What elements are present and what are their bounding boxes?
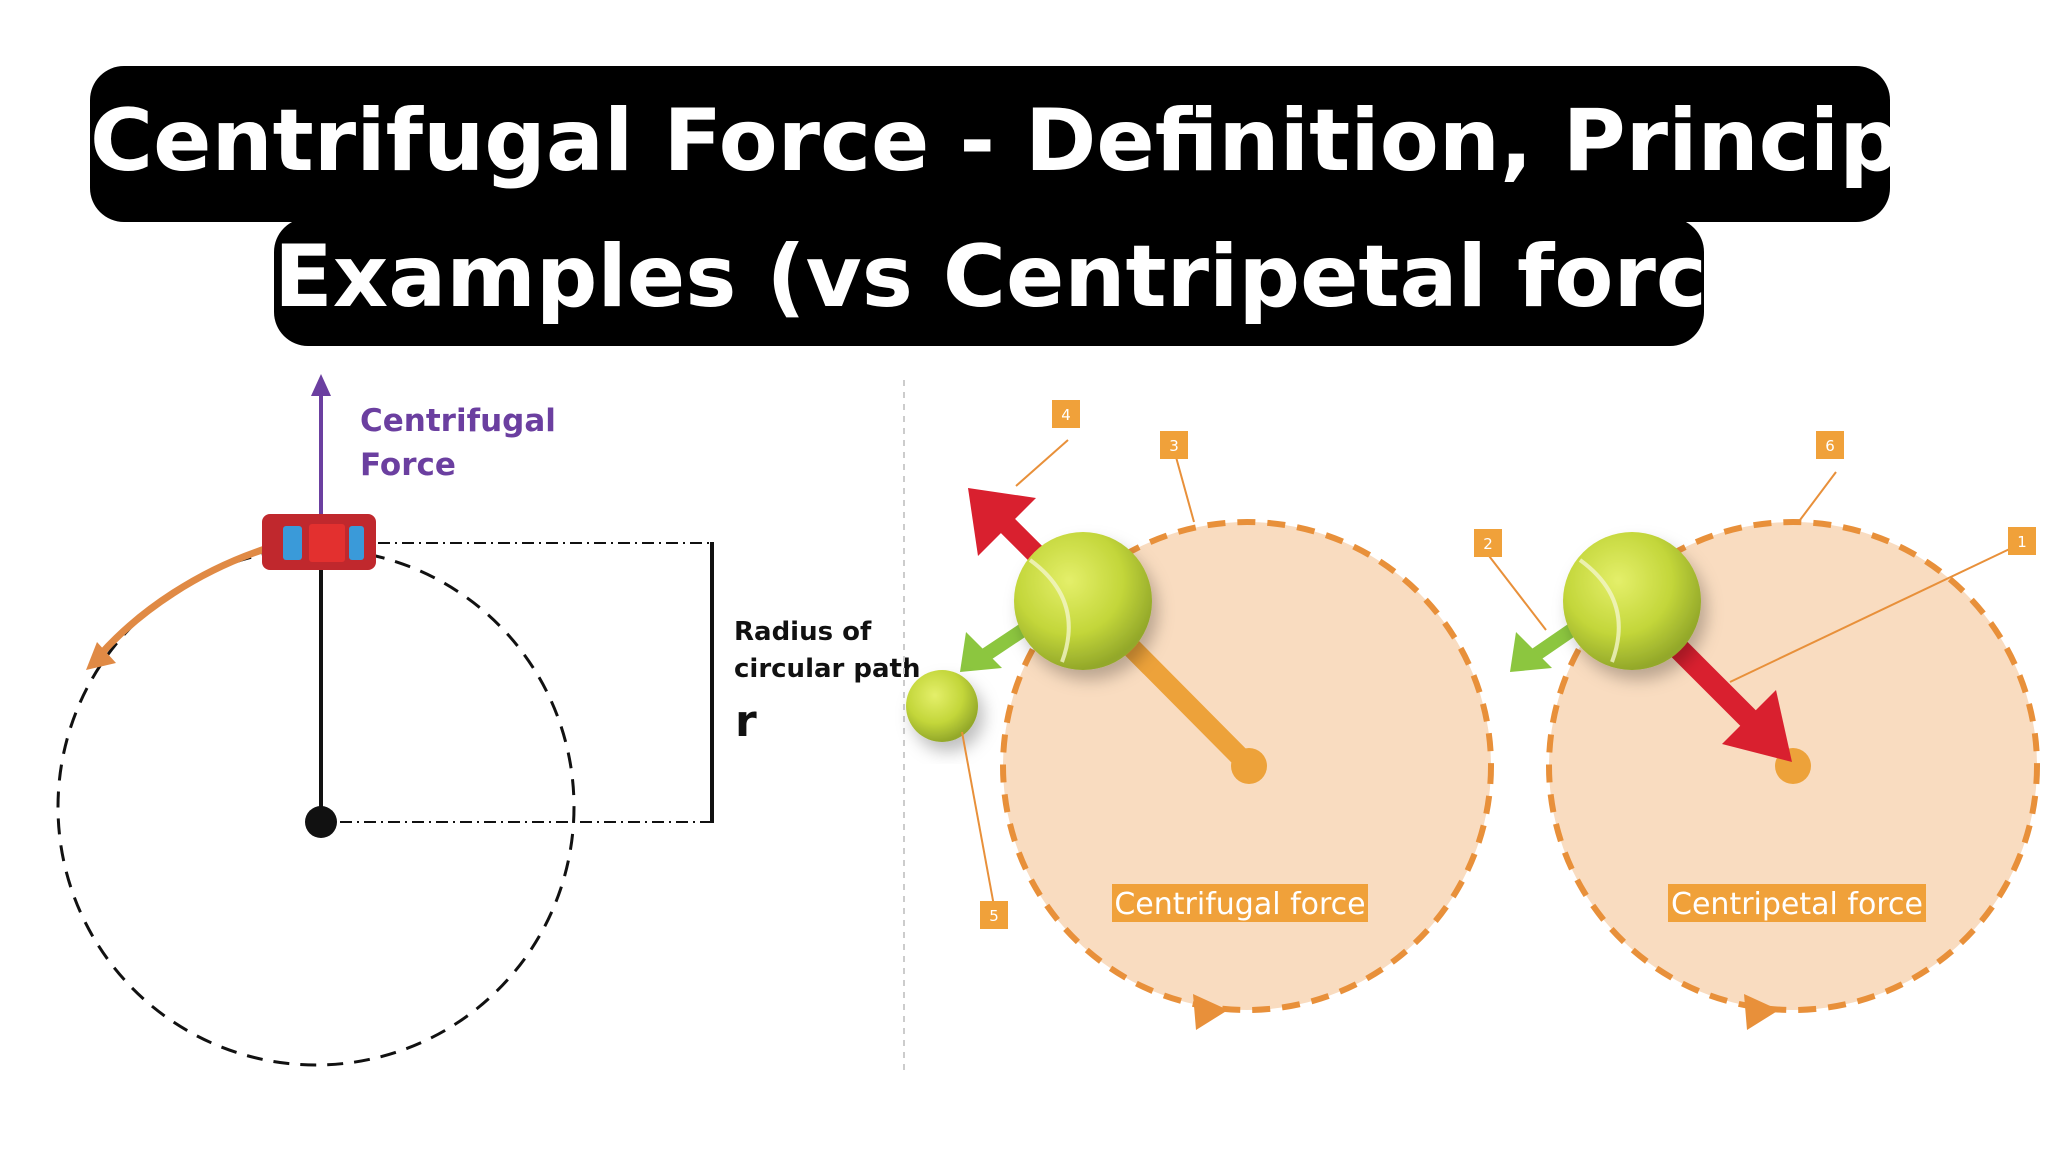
tennis-ball-small xyxy=(906,670,978,742)
centripetal-label-bg xyxy=(1668,884,1926,922)
motion-arrowhead xyxy=(86,642,116,670)
svg-text:3: 3 xyxy=(1169,437,1179,455)
callouts xyxy=(961,439,2019,907)
centrifugal-tether xyxy=(1100,616,1259,776)
centrifugal-direction-arrowhead xyxy=(1193,994,1228,1030)
centrifugal-red-arrowhead xyxy=(968,488,1036,556)
callout-badge-2: 2 xyxy=(1474,529,1502,557)
centrifugal-center xyxy=(1231,748,1267,784)
force-label-line1: Centrifugal xyxy=(360,403,556,439)
tennis-ball-centripetal xyxy=(1563,532,1701,670)
centripetal-green-arrowhead xyxy=(1510,632,1552,672)
centrifugal-label: Centrifugal force xyxy=(1114,887,1365,922)
centripetal-direction-arrowhead xyxy=(1744,994,1779,1030)
svg-text:6: 6 xyxy=(1825,437,1835,455)
radius-label-line1: Radius of xyxy=(734,617,872,647)
center-point xyxy=(305,806,337,838)
car xyxy=(262,514,376,570)
title-line-1: Centrifugal Force - Definition, Principl… xyxy=(90,66,2021,222)
radius-label-line2: circular path xyxy=(734,654,921,684)
callout-badge-1: 1 xyxy=(2008,527,2036,555)
svg-text:4: 4 xyxy=(1061,406,1071,424)
centripetal-red-arrowhead xyxy=(1722,690,1792,762)
left-diagram: Centrifugal Force Radius of circular pat… xyxy=(56,374,921,1067)
centrifugal-force-arrowhead xyxy=(311,374,331,396)
title-line-2: Examples (vs Centripetal force) xyxy=(274,218,1805,346)
callout-badge-6: 6 xyxy=(1816,431,1844,459)
tennis-ball-large-seam xyxy=(1028,558,1071,663)
centripetal-label: Centripetal force xyxy=(1671,887,1923,922)
centrifugal-panel: Centrifugal force xyxy=(906,488,1494,1030)
motion-arrow xyxy=(97,544,270,658)
callout-badge-3: 3 xyxy=(1160,431,1188,459)
tennis-ball-large xyxy=(1014,532,1152,670)
force-label-line2: Force xyxy=(360,447,456,483)
svg-text:1: 1 xyxy=(2017,533,2027,551)
radius-symbol: r xyxy=(735,696,757,747)
callout-badge-5: 5 xyxy=(980,901,1008,929)
centripetal-panel: Centripetal force xyxy=(1510,519,2040,1030)
svg-text:5: 5 xyxy=(989,907,999,925)
callout-badge-4: 4 xyxy=(1052,400,1080,428)
tennis-ball-centripetal-seam xyxy=(1578,558,1621,663)
centrifugal-green-arrowhead xyxy=(960,632,1002,672)
svg-text:2: 2 xyxy=(1483,535,1493,553)
centrifugal-label-bg xyxy=(1112,884,1368,922)
centripetal-red-arrow xyxy=(1659,629,1769,739)
